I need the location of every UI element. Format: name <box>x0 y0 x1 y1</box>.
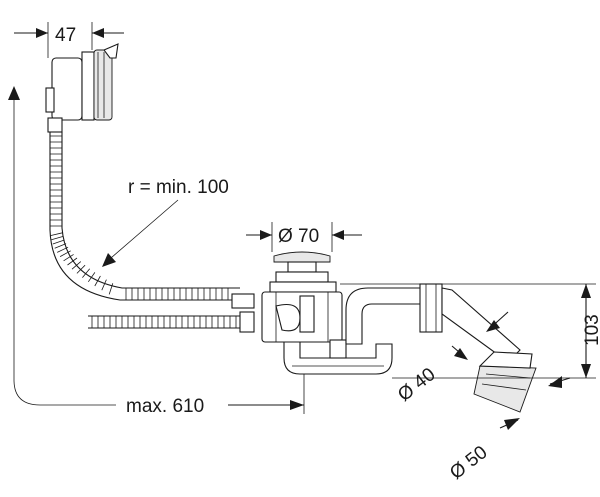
drain-flange <box>275 271 329 283</box>
lower-hose-connector <box>239 311 255 333</box>
flexible-hose <box>49 132 255 309</box>
pipe-end-ring <box>485 373 531 379</box>
dimension-label-70: Ø 70 <box>278 226 319 247</box>
arrow-head <box>581 364 591 378</box>
outlet-pipe-end <box>473 365 537 413</box>
lower-hose <box>88 311 255 333</box>
trap-riser <box>345 287 427 345</box>
drain-plug-cap <box>273 251 331 263</box>
drain-valve-guide <box>299 295 315 333</box>
dimension-103: 103 <box>340 283 600 379</box>
outlet-pipe <box>441 287 537 413</box>
arrow-head <box>260 230 272 240</box>
arrow-head <box>92 28 104 38</box>
dimension-70: Ø 70 <box>246 222 362 252</box>
vertical-reference <box>8 86 41 406</box>
overflow-head <box>45 43 119 133</box>
hose-connector <box>231 293 255 309</box>
trap <box>283 283 443 375</box>
arrow-head <box>8 86 20 100</box>
dimension-label-47: 47 <box>55 25 76 46</box>
dimension-label-103: 103 <box>582 314 600 346</box>
bend-radius-label: r = min. 100 <box>128 177 229 198</box>
arrow-head <box>486 320 500 332</box>
trap-inner-stub <box>329 339 347 359</box>
arrow-head <box>102 253 116 267</box>
drain-assembly <box>261 251 343 343</box>
arrow-head <box>454 348 468 360</box>
trap-coupling <box>419 283 443 333</box>
dimension-label-610: max. 610 <box>126 396 204 417</box>
hose-inner-edge <box>61 132 240 289</box>
hose-outer-edge <box>49 132 240 301</box>
overflow-collar <box>81 51 95 121</box>
overflow-handle <box>103 43 119 59</box>
overflow-cap <box>93 49 113 121</box>
outlet-pipe-collar <box>478 351 533 369</box>
drain-ring <box>269 281 337 293</box>
bend-radius-leader <box>103 199 179 265</box>
pipe-end-ring <box>481 383 527 391</box>
arrow-head <box>548 376 562 388</box>
arrow-head <box>36 28 48 38</box>
arrow-head <box>332 230 344 240</box>
overflow-connector <box>47 117 63 133</box>
arrow-head <box>290 400 304 410</box>
outlet-pipe-section <box>441 287 521 363</box>
lower-hose-ribs <box>91 316 237 328</box>
dimension-label-50: Ø 50 <box>446 442 491 484</box>
overflow-body <box>51 57 83 121</box>
arrow-head <box>581 284 591 298</box>
reference-corner <box>13 379 41 406</box>
bend-radius-annotation: r = min. 100 <box>102 177 229 267</box>
drain-plug-stem <box>287 261 317 273</box>
dimension-47: 47 <box>14 22 124 58</box>
dimension-label-40: Ø 40 <box>394 364 439 406</box>
arrow-head <box>504 418 520 430</box>
overflow-side-nut <box>45 87 55 113</box>
dimension-610: max. 610 <box>40 374 305 417</box>
hose-ribs <box>50 135 229 300</box>
